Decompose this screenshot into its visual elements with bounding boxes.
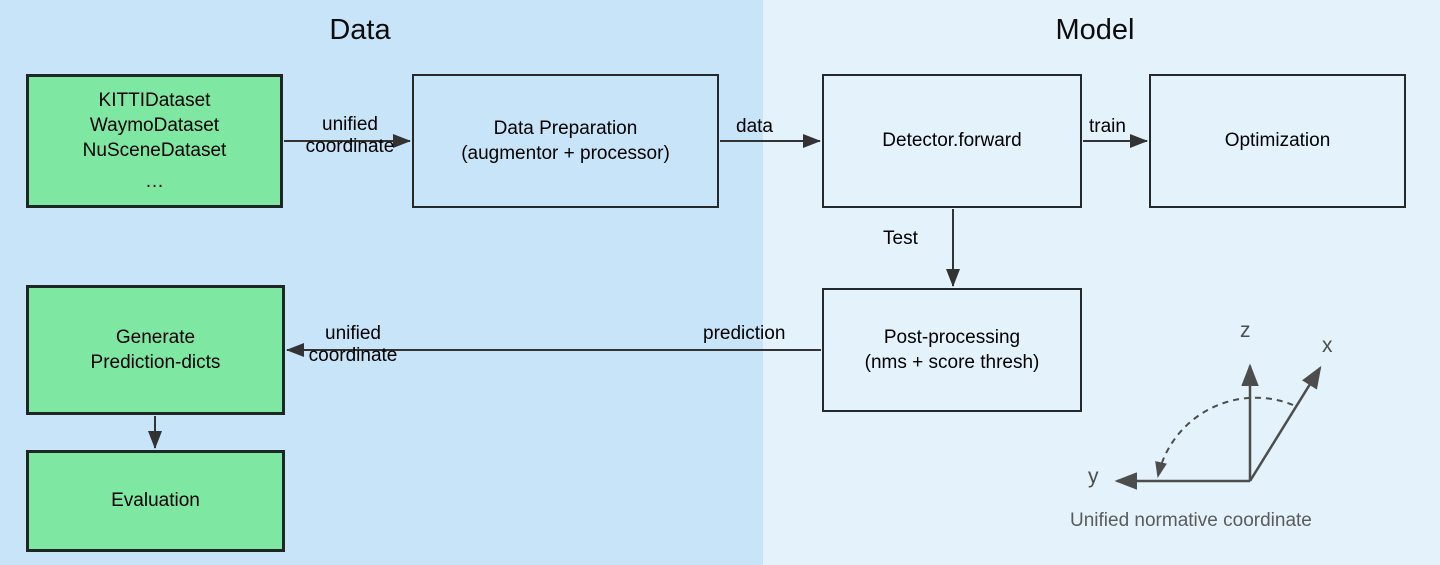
node-data-preparation-line-1: Data Preparation	[493, 117, 638, 139]
edge-label-unified-coordinate-top: unified coordinate	[295, 114, 405, 158]
node-detector-forward[interactable]: Detector.forward	[822, 74, 1082, 208]
edge-label-unified-bottom: unified	[325, 323, 381, 344]
axis-label-z: z	[1240, 319, 1251, 342]
node-evaluation[interactable]: Evaluation	[26, 450, 285, 552]
node-datasets-line-2: WaymoDataset	[89, 114, 220, 136]
edge-label-prediction: prediction	[703, 323, 786, 344]
edge-label-test: Test	[883, 228, 918, 249]
coordinate-figure-caption: Unified normative coordinate	[1070, 510, 1312, 531]
edge-label-coordinate-top: coordinate	[305, 135, 395, 157]
node-post-processing[interactable]: Post-processing (nms + score thresh)	[822, 288, 1082, 412]
node-generate-prediction-dicts-line-1: Generate	[115, 326, 196, 348]
section-title-model: Model	[1055, 14, 1135, 46]
node-datasets-line-3: NuSceneDataset	[82, 140, 227, 161]
node-detector-forward-label: Detector.forward	[882, 130, 1022, 152]
edge-label-data: data	[736, 116, 773, 137]
axis-label-x: x	[1322, 334, 1333, 357]
model-section-background	[763, 0, 1440, 565]
node-post-processing-line-2: (nms + score thresh)	[864, 352, 1040, 373]
node-data-preparation-line-2: (augmentor + processor)	[461, 143, 670, 164]
node-datasets-line-4: …	[145, 171, 164, 193]
edge-label-unified-coordinate-bottom: unified coordinate	[293, 323, 413, 367]
node-datasets-line-1: KITTIDataset	[98, 89, 211, 111]
section-title-data: Data	[329, 14, 391, 46]
node-generate-prediction-dicts[interactable]: Generate Prediction-dicts	[26, 285, 285, 415]
node-generate-prediction-dicts-line-2: Prediction-dicts	[90, 352, 221, 373]
node-post-processing-line-1: Post-processing	[883, 326, 1021, 348]
node-datasets[interactable]: KITTIDataset WaymoDataset NuSceneDataset…	[26, 74, 283, 208]
axis-label-y: y	[1088, 465, 1099, 488]
edge-label-train: train	[1089, 116, 1126, 137]
node-optimization[interactable]: Optimization	[1149, 74, 1406, 208]
node-evaluation-label: Evaluation	[111, 490, 200, 512]
node-optimization-label: Optimization	[1224, 130, 1331, 152]
edge-label-unified-top: unified	[322, 114, 378, 135]
node-data-preparation[interactable]: Data Preparation (augmentor + processor)	[412, 74, 719, 208]
edge-label-coordinate-bottom: coordinate	[308, 344, 398, 366]
